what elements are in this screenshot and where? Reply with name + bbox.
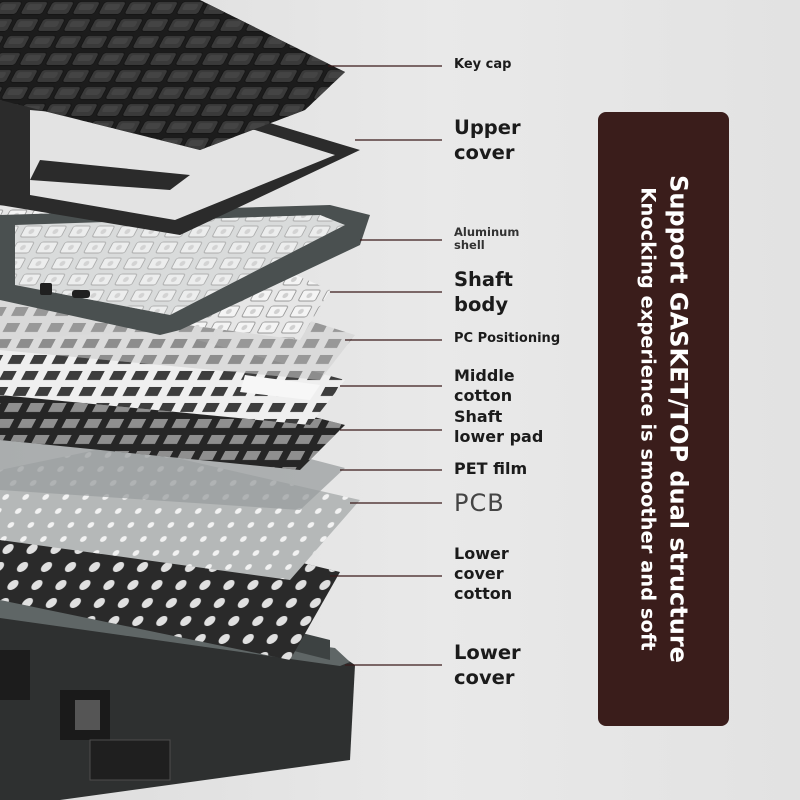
label-pc-positioning: PC Positioning [454,331,561,346]
info-panel-text: Support GASKET/TOP dual structure Knocki… [598,112,729,726]
label-key-cap: Key cap [454,57,512,72]
label-middle-cotton: Middle cotton [454,366,515,405]
label-lower-cover: Lower cover [454,641,521,689]
label-aluminum-shell: Aluminum shell [454,225,520,252]
aluminum-shell-layer [0,205,370,335]
label-shaft-lower-pad: Shaft lower pad [454,407,544,446]
upper-cover-layer [0,100,360,235]
label-pet-film: PET film [454,459,528,478]
label-pcb: PCB [454,489,505,517]
info-panel: Support GASKET/TOP dual structure Knocki… [598,112,729,726]
keycap-layer [0,0,345,150]
info-panel-title: Support GASKET/TOP dual structure [664,175,693,663]
label-upper-cover: Upper cover [454,116,521,164]
label-lower-cover-cotton: Lower cover cotton [454,544,513,603]
info-panel-subtitle: Knocking experience is smoother and soft [636,187,660,651]
leader-lines [328,65,442,666]
label-shaft-body: Shaft body [454,268,513,316]
